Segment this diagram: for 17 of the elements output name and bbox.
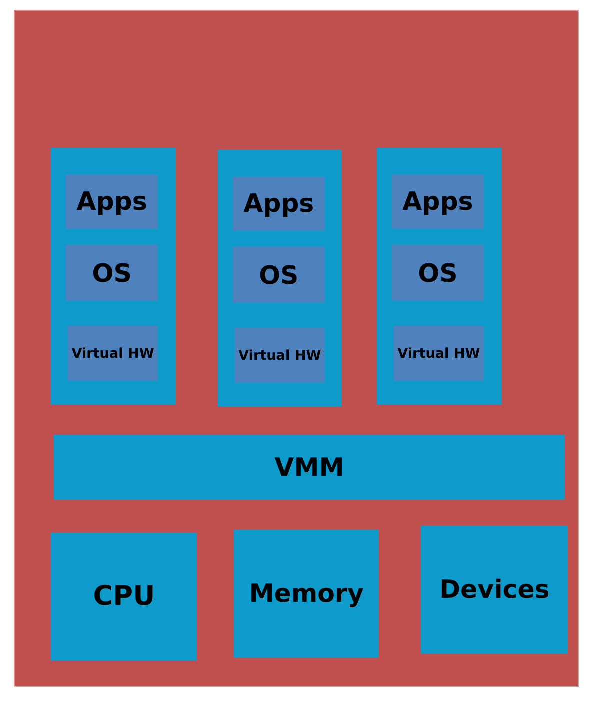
layer-box: OS (392, 245, 484, 301)
layer-box: Apps (232, 176, 325, 231)
outer-panel (14, 10, 580, 687)
hardware-box: CPU (51, 532, 197, 661)
layer-box: OS (232, 247, 325, 303)
layer-box: Virtual HW (68, 326, 158, 382)
layer-box: Virtual HW (394, 326, 484, 382)
layer-box: Apps (66, 174, 158, 229)
vm-box (218, 150, 342, 408)
vm-box (377, 148, 502, 406)
layer-box: Apps (392, 174, 484, 229)
layer-box: Virtual HW (234, 328, 325, 384)
vmm-bar: VMM (54, 434, 565, 500)
layer-box: OS (66, 245, 158, 301)
hardware-box: Devices (421, 526, 568, 654)
vm-box (51, 148, 176, 406)
hardware-box: Memory (234, 530, 380, 658)
